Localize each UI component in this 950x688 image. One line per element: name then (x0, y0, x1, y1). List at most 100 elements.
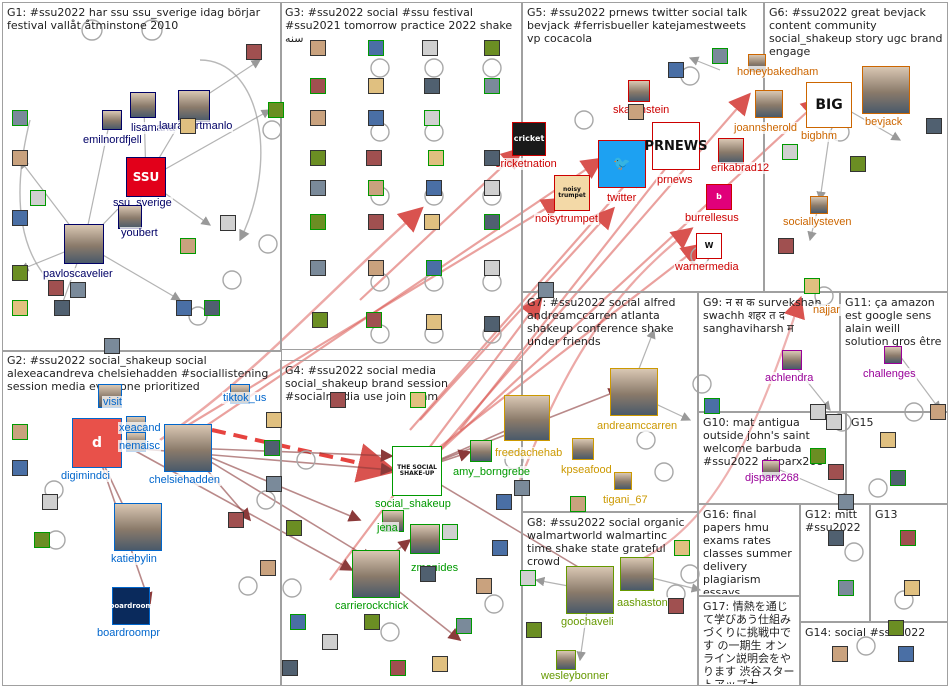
vertex-thumbnail[interactable] (12, 110, 28, 126)
node-twitter[interactable]: 🐦 (598, 140, 646, 188)
vertex-thumbnail[interactable] (290, 614, 306, 630)
vertex-thumbnail[interactable] (898, 646, 914, 662)
vertex-thumbnail[interactable] (410, 392, 426, 408)
vertex-thumbnail[interactable] (368, 180, 384, 196)
vertex-thumbnail[interactable] (12, 300, 28, 316)
node-bigbhm[interactable]: BIG (806, 82, 852, 128)
node-burrellesus[interactable]: b (706, 184, 732, 210)
node-lisamaria[interactable] (130, 92, 156, 118)
vertex-thumbnail[interactable] (176, 300, 192, 316)
vertex-thumbnail[interactable] (838, 494, 854, 510)
vertex-thumbnail[interactable] (104, 338, 120, 354)
vertex-thumbnail[interactable] (904, 580, 920, 596)
vertex-thumbnail[interactable] (426, 314, 442, 330)
vertex-thumbnail[interactable] (12, 150, 28, 166)
vertex-thumbnail[interactable] (570, 496, 586, 512)
vertex-thumbnail[interactable] (204, 300, 220, 316)
vertex-thumbnail[interactable] (484, 78, 500, 94)
vertex-thumbnail[interactable] (424, 110, 440, 126)
vertex-thumbnail[interactable] (424, 214, 440, 230)
vertex-thumbnail[interactable] (900, 530, 916, 546)
vertex-thumbnail[interactable] (492, 540, 508, 556)
vertex-thumbnail[interactable] (12, 460, 28, 476)
vertex-thumbnail[interactable] (804, 278, 820, 294)
vertex-thumbnail[interactable] (832, 646, 848, 662)
vertex-thumbnail[interactable] (484, 316, 500, 332)
vertex-thumbnail[interactable] (390, 660, 406, 676)
vertex-thumbnail[interactable] (220, 215, 236, 231)
vertex-thumbnail[interactable] (364, 614, 380, 630)
vertex-thumbnail[interactable] (286, 520, 302, 536)
node-boardroompr[interactable]: boardroom (109, 587, 153, 625)
vertex-thumbnail[interactable] (422, 40, 438, 56)
vertex-thumbnail[interactable] (48, 280, 64, 296)
vertex-thumbnail[interactable] (12, 265, 28, 281)
vertex-thumbnail[interactable] (810, 404, 826, 420)
vertex-thumbnail[interactable] (368, 40, 384, 56)
vertex-thumbnail[interactable] (838, 580, 854, 596)
vertex-thumbnail[interactable] (268, 102, 284, 118)
vertex-thumbnail[interactable] (778, 238, 794, 254)
vertex-thumbnail[interactable] (310, 78, 326, 94)
vertex-thumbnail[interactable] (668, 62, 684, 78)
vertex-thumbnail[interactable] (368, 110, 384, 126)
vertex-thumbnail[interactable] (520, 570, 536, 586)
node-aashaston[interactable] (620, 557, 654, 591)
vertex-thumbnail[interactable] (782, 144, 798, 160)
node-kpseafood[interactable] (572, 438, 594, 460)
vertex-thumbnail[interactable] (426, 260, 442, 276)
vertex-thumbnail[interactable] (484, 150, 500, 166)
node-achlendra[interactable] (782, 350, 802, 370)
node-prnews[interactable]: PRNEWS (645, 122, 708, 170)
vertex-thumbnail[interactable] (926, 118, 942, 134)
vertex-thumbnail[interactable] (266, 412, 282, 428)
vertex-thumbnail[interactable] (850, 156, 866, 172)
vertex-thumbnail[interactable] (42, 494, 58, 510)
vertex-thumbnail[interactable] (34, 532, 50, 548)
vertex-thumbnail[interactable] (12, 210, 28, 226)
node-warnermedia[interactable]: W (696, 233, 722, 259)
vertex-thumbnail[interactable] (476, 578, 492, 594)
vertex-thumbnail[interactable] (826, 414, 842, 430)
vertex-thumbnail[interactable] (12, 424, 28, 440)
node-noisytrumpet[interactable]: noisy trumpet (554, 175, 590, 211)
vertex-thumbnail[interactable] (828, 464, 844, 480)
vertex-thumbnail[interactable] (330, 392, 346, 408)
vertex-thumbnail[interactable] (180, 118, 196, 134)
vertex-thumbnail[interactable] (496, 494, 512, 510)
vertex-thumbnail[interactable] (828, 530, 844, 546)
vertex-thumbnail[interactable] (628, 104, 644, 120)
node-zmonides[interactable] (410, 524, 440, 554)
vertex-thumbnail[interactable] (456, 618, 472, 634)
node-social-shakeup[interactable]: THE SOCIAL SHAKE-UP (392, 446, 442, 496)
vertex-thumbnail[interactable] (484, 260, 500, 276)
vertex-thumbnail[interactable] (366, 312, 382, 328)
vertex-thumbnail[interactable] (260, 560, 276, 576)
node-challenges[interactable] (884, 346, 902, 364)
vertex-thumbnail[interactable] (368, 214, 384, 230)
vertex-thumbnail[interactable] (246, 44, 262, 60)
vertex-thumbnail[interactable] (484, 180, 500, 196)
node-bevjack[interactable] (862, 66, 910, 114)
vertex-thumbnail[interactable] (514, 480, 530, 496)
node-chelsiehadden[interactable] (164, 424, 212, 472)
node-wesleybonner[interactable] (556, 650, 576, 670)
vertex-thumbnail[interactable] (366, 150, 382, 166)
vertex-thumbnail[interactable] (30, 190, 46, 206)
vertex-thumbnail[interactable] (312, 312, 328, 328)
vertex-thumbnail[interactable] (930, 404, 946, 420)
vertex-thumbnail[interactable] (310, 214, 326, 230)
node-cricketnation[interactable]: cricket (512, 122, 546, 156)
node-freedachehab[interactable] (504, 395, 550, 441)
vertex-thumbnail[interactable] (704, 398, 720, 414)
node-emilnordfjell[interactable] (102, 110, 122, 130)
vertex-thumbnail[interactable] (712, 48, 728, 64)
vertex-thumbnail[interactable] (526, 622, 542, 638)
vertex-thumbnail[interactable] (538, 282, 554, 298)
vertex-thumbnail[interactable] (264, 440, 280, 456)
vertex-thumbnail[interactable] (668, 598, 684, 614)
vertex-thumbnail[interactable] (368, 78, 384, 94)
node-skarenstein[interactable] (628, 80, 650, 102)
vertex-thumbnail[interactable] (442, 524, 458, 540)
node-youbert[interactable] (118, 205, 142, 229)
